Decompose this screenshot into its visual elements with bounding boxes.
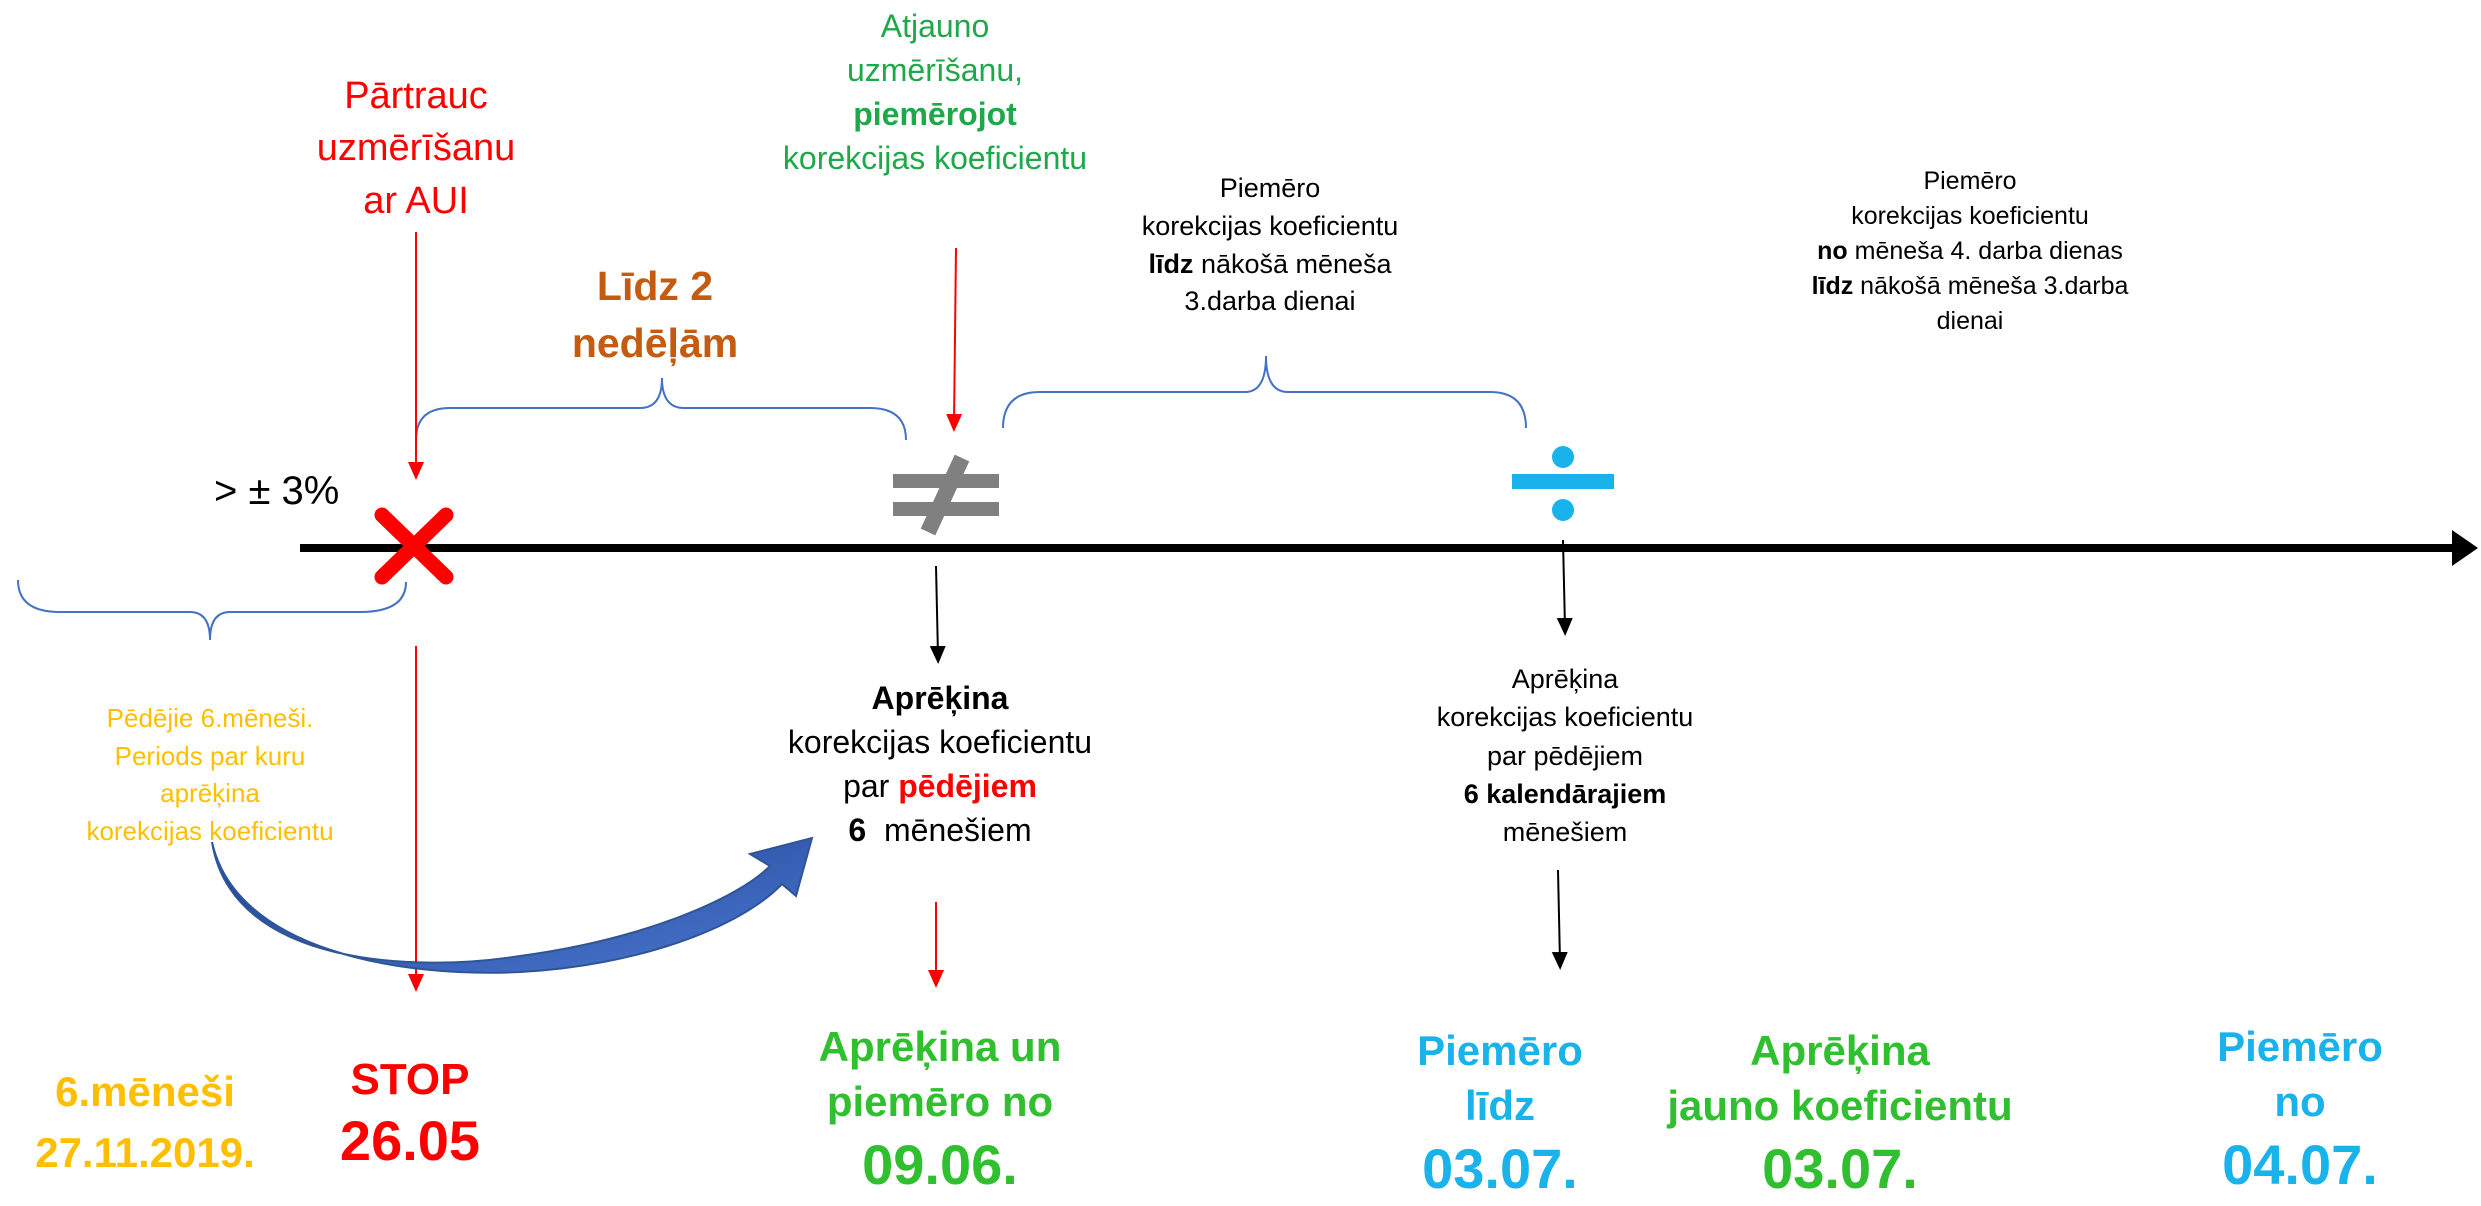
apply-note-line: Piemēro	[1923, 167, 2017, 195]
bottom-line: piemēro no	[826, 1077, 1054, 1125]
arrow-calc-note-2	[1556, 539, 1573, 636]
apply-note-1: Piemēro korekcijas koeficientu līdz nāko…	[1105, 170, 1435, 321]
arrow-calc-bottom-2	[1551, 869, 1568, 970]
period-note-line: aprēķina	[160, 778, 260, 809]
duration-label: Līdz 2 nedēļām	[520, 258, 790, 373]
bottom-line: 26.05	[339, 1108, 481, 1172]
resume-note-line: korekcijas koeficientu	[782, 140, 1088, 177]
bottom-months-label: 6.mēneši 27.11.2019.	[5, 1062, 285, 1184]
calc-note-line: Aprēķina	[871, 680, 1009, 716]
bottom-line: Piemēro	[1417, 1027, 1583, 1074]
bottom-line: no	[2274, 1077, 2326, 1125]
calc-note-line: 6 kalendārajiem	[1463, 778, 1667, 809]
calc-note-line: par pēdējiem	[843, 768, 1037, 805]
stop-note-line: ar AUI	[363, 179, 469, 222]
duration-line: nedēļām	[571, 320, 739, 367]
calc-note-line: par pēdējiem	[1486, 740, 1644, 771]
resume-note-line: Atjauno	[880, 8, 990, 44]
calc-note-line: korekcijas koeficientu	[787, 724, 1093, 761]
bottom-line: Aprēķina un	[818, 1023, 1062, 1070]
arrow-calc-note-1	[929, 565, 946, 664]
bottom-stop-label: STOP 26.05	[300, 1054, 520, 1174]
bottom-line: 6.mēneši	[55, 1068, 235, 1115]
period-note-line: Periods par kuru	[114, 740, 306, 771]
bottom-apply-from-label: Piemēro no 04.07.	[2170, 1020, 2430, 1202]
stop-note-line: uzmērīšanu	[316, 127, 516, 170]
bottom-line: līdz	[1465, 1081, 1535, 1129]
bottom-line: 09.06.	[862, 1133, 1018, 1197]
bottom-apply-until-label: Piemēro līdz 03.07.	[1380, 1024, 1620, 1206]
bottom-line: Piemēro	[2217, 1023, 2383, 1070]
apply-note-line: dienai	[1936, 307, 2004, 335]
apply-note-line: no mēneša 4. darba dienas	[1817, 237, 2123, 265]
curved-arrow-icon	[211, 836, 814, 974]
period-note: Pēdējie 6.mēneši. Periods par kuru aprēķ…	[40, 700, 380, 851]
bottom-calc-new-label: Aprēķina jauno koeficientu 03.07.	[1620, 1024, 2060, 1206]
bottom-calc-apply-label: Aprēķina un piemēro no 09.06.	[780, 1020, 1100, 1202]
not-equal-icon	[893, 454, 999, 536]
apply-note-line: korekcijas koeficientu	[1851, 202, 2089, 230]
period-note-line: korekcijas koeficientu	[86, 816, 334, 847]
brace-apply-period	[1002, 355, 1527, 429]
apply-note-line: Piemēro	[1219, 173, 1321, 203]
stop-cross-icon	[374, 507, 454, 585]
bottom-line: 03.07.	[1422, 1137, 1578, 1201]
bottom-line: 03.07.	[1762, 1137, 1918, 1201]
stop-note: Pārtrauc uzmērīšanu ar AUI	[296, 70, 536, 227]
divide-icon	[1512, 446, 1614, 521]
apply-note-line: līdz nākošā mēneša	[1148, 248, 1392, 279]
resume-note: Atjauno uzmērīšanu, piemērojot korekcija…	[755, 4, 1115, 181]
period-note-line: Pēdējie 6.mēneši.	[106, 703, 314, 733]
duration-line: Līdz 2	[596, 263, 714, 309]
apply-note-line: 3.darba dienai	[1184, 286, 1356, 317]
stop-note-line: Pārtrauc	[344, 75, 488, 117]
bottom-line: 27.11.2019.	[35, 1128, 255, 1176]
calc-note-line: Aprēķina	[1511, 664, 1619, 694]
bottom-line: jauno koeficientu	[1667, 1081, 2013, 1129]
bottom-line: Aprēķina	[1750, 1027, 1930, 1074]
resume-note-line: uzmērīšanu,	[846, 52, 1024, 89]
arrow-resume-note	[946, 247, 963, 432]
bottom-line: STOP	[350, 1055, 470, 1104]
apply-note-line: korekcijas koeficientu	[1141, 210, 1399, 241]
apply-note-line: līdz nākošā mēneša 3.darba	[1811, 272, 2129, 300]
timeline-axis	[300, 530, 2478, 566]
calc-note-2: Aprēķina korekcijas koeficientu par pēdē…	[1390, 660, 1740, 852]
calc-note-1: Aprēķina korekcijas koeficientu par pēdē…	[750, 676, 1130, 853]
calc-note-line: 6 mēnešiem	[848, 812, 1032, 849]
apply-note-2: Piemēro korekcijas koeficientu no mēneša…	[1790, 164, 2150, 339]
calc-note-line: mēnešiem	[1502, 817, 1628, 848]
brace-two-weeks	[415, 377, 907, 441]
bottom-line: 04.07.	[2222, 1133, 2378, 1197]
threshold-label: > ± 3%	[214, 469, 340, 513]
brace-last-six-months	[17, 579, 407, 641]
calc-note-line: korekcijas koeficientu	[1436, 702, 1694, 733]
resume-note-line: piemērojot	[853, 96, 1017, 133]
